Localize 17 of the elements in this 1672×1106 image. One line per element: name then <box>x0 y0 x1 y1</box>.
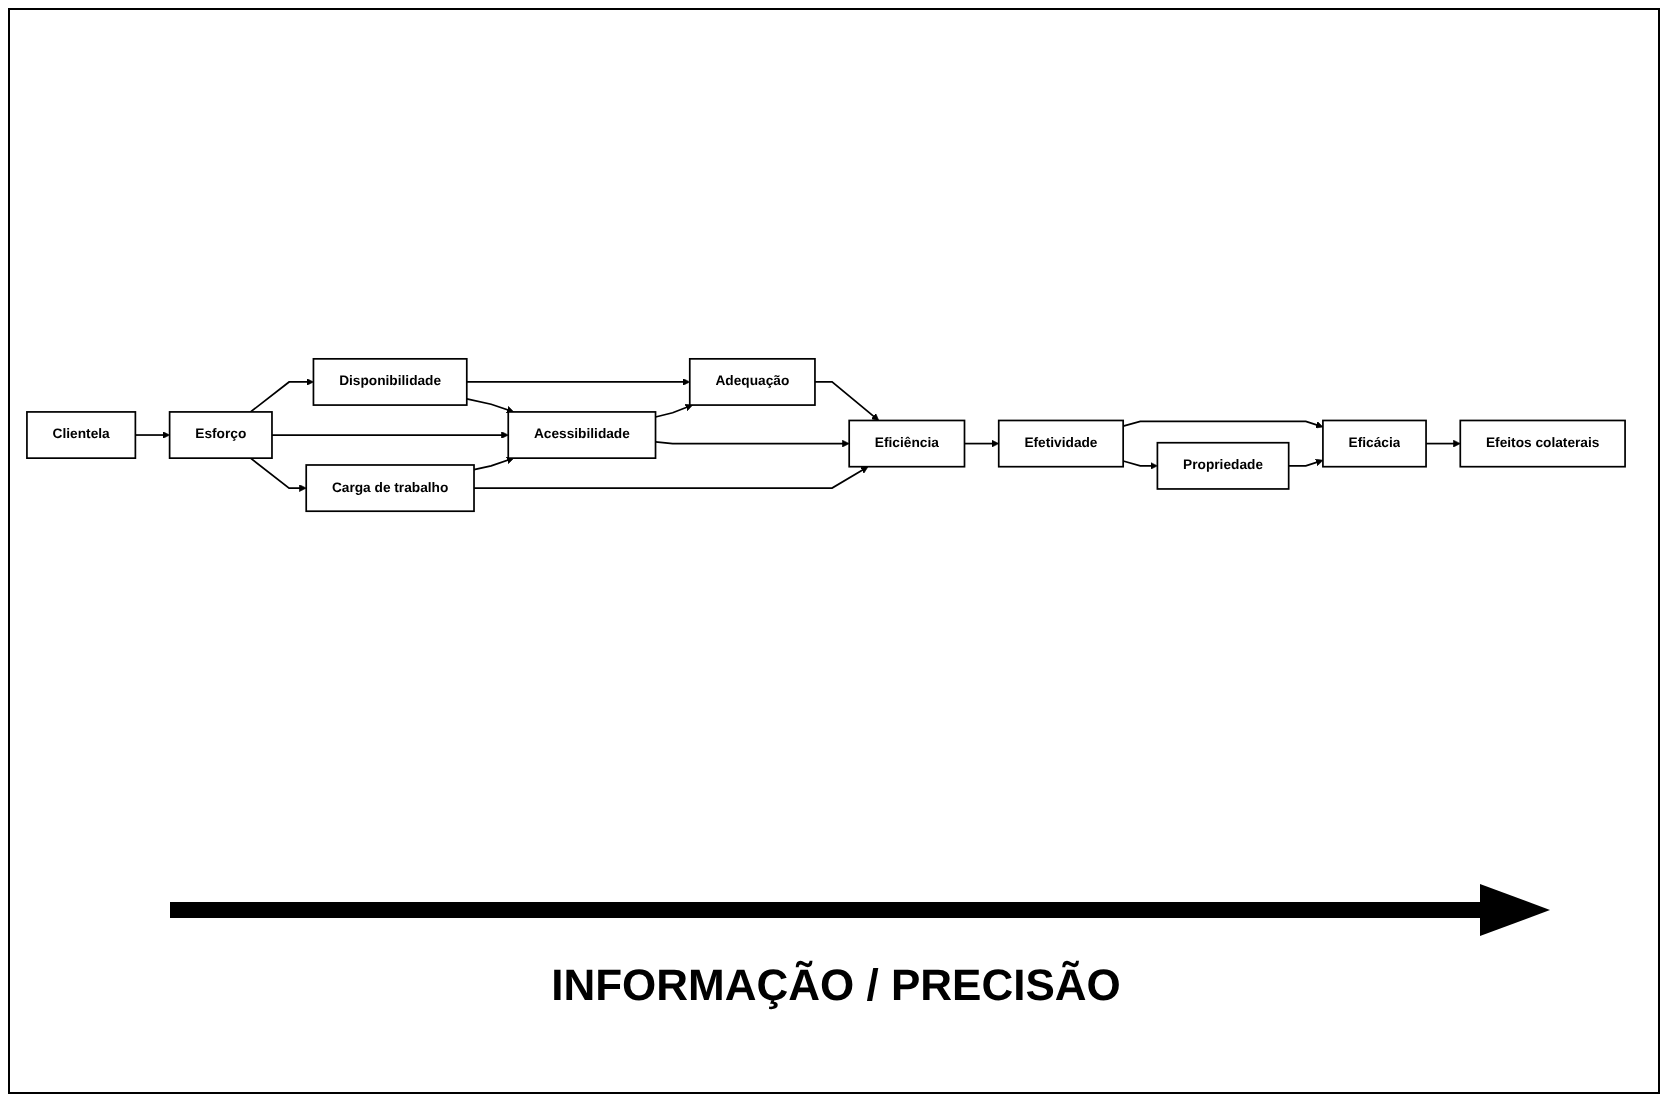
arrow <box>134 432 170 440</box>
arrow <box>1122 461 1158 471</box>
arrow <box>654 404 693 419</box>
arrow <box>1425 440 1461 449</box>
arrow <box>963 440 1000 449</box>
axis-label: INFORMAÇÃO / PRECISÃO <box>551 960 1121 1010</box>
arrow <box>654 440 850 449</box>
arrow <box>465 398 515 415</box>
arrow <box>473 467 869 490</box>
arrow <box>249 379 314 414</box>
arrow <box>249 458 307 493</box>
arrow <box>465 379 691 387</box>
arrow <box>1122 421 1324 430</box>
arrow <box>271 432 509 440</box>
arrow <box>814 382 880 422</box>
arrow <box>1287 459 1324 468</box>
arrow <box>473 457 515 472</box>
